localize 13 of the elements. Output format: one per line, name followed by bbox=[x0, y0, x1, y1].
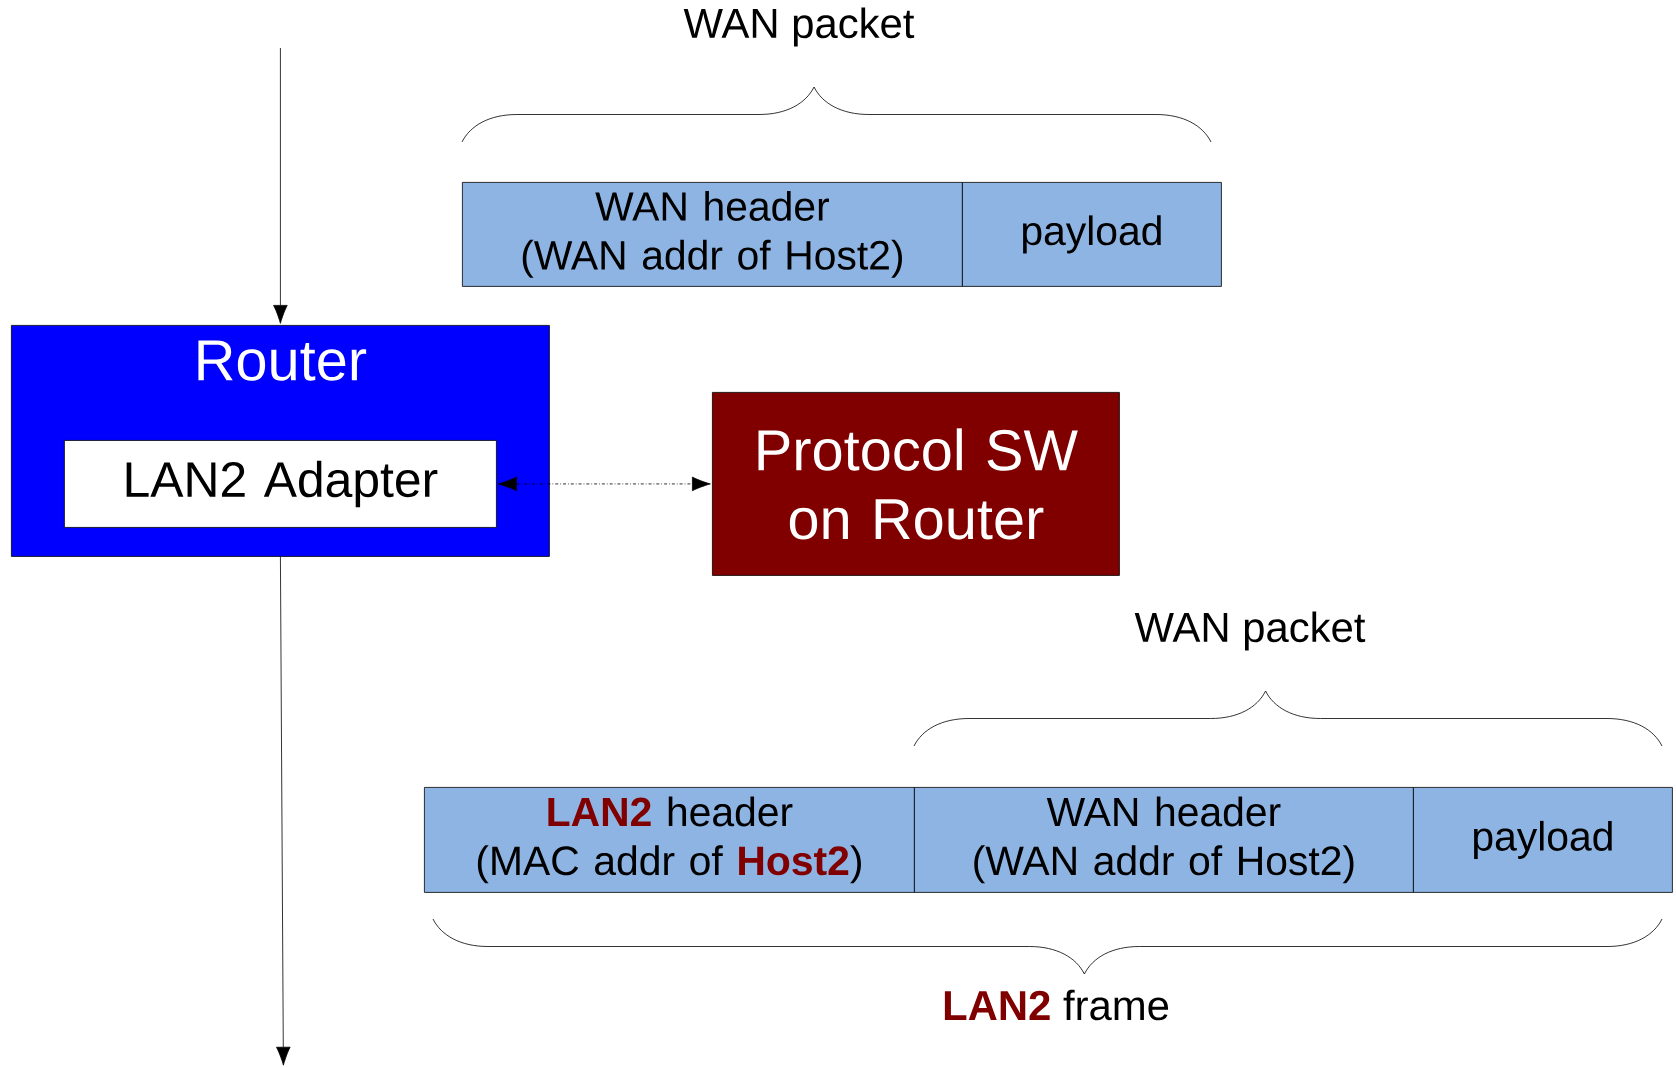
brace-label: LAN2 frame bbox=[944, 989, 1169, 1021]
packet-field: WAN header (WAN addr of Host2) bbox=[914, 787, 1414, 893]
packet-field: payload bbox=[1413, 787, 1673, 893]
packet-field: payload bbox=[962, 182, 1222, 287]
arrow bbox=[276, 556, 291, 1066]
brace-label: WAN packet bbox=[1134, 611, 1366, 651]
packet-field: WAN header (WAN addr of Host2) bbox=[462, 182, 963, 287]
packet-field: LAN2 header (MAC addr of Host2) bbox=[424, 787, 915, 893]
brace-label: WAN packet bbox=[683, 7, 915, 47]
arrow bbox=[498, 476, 711, 492]
process-box: Protocol SW on Router bbox=[712, 392, 1120, 576]
process-box: LAN2 Adapter bbox=[64, 440, 497, 528]
arrow bbox=[273, 305, 288, 324]
